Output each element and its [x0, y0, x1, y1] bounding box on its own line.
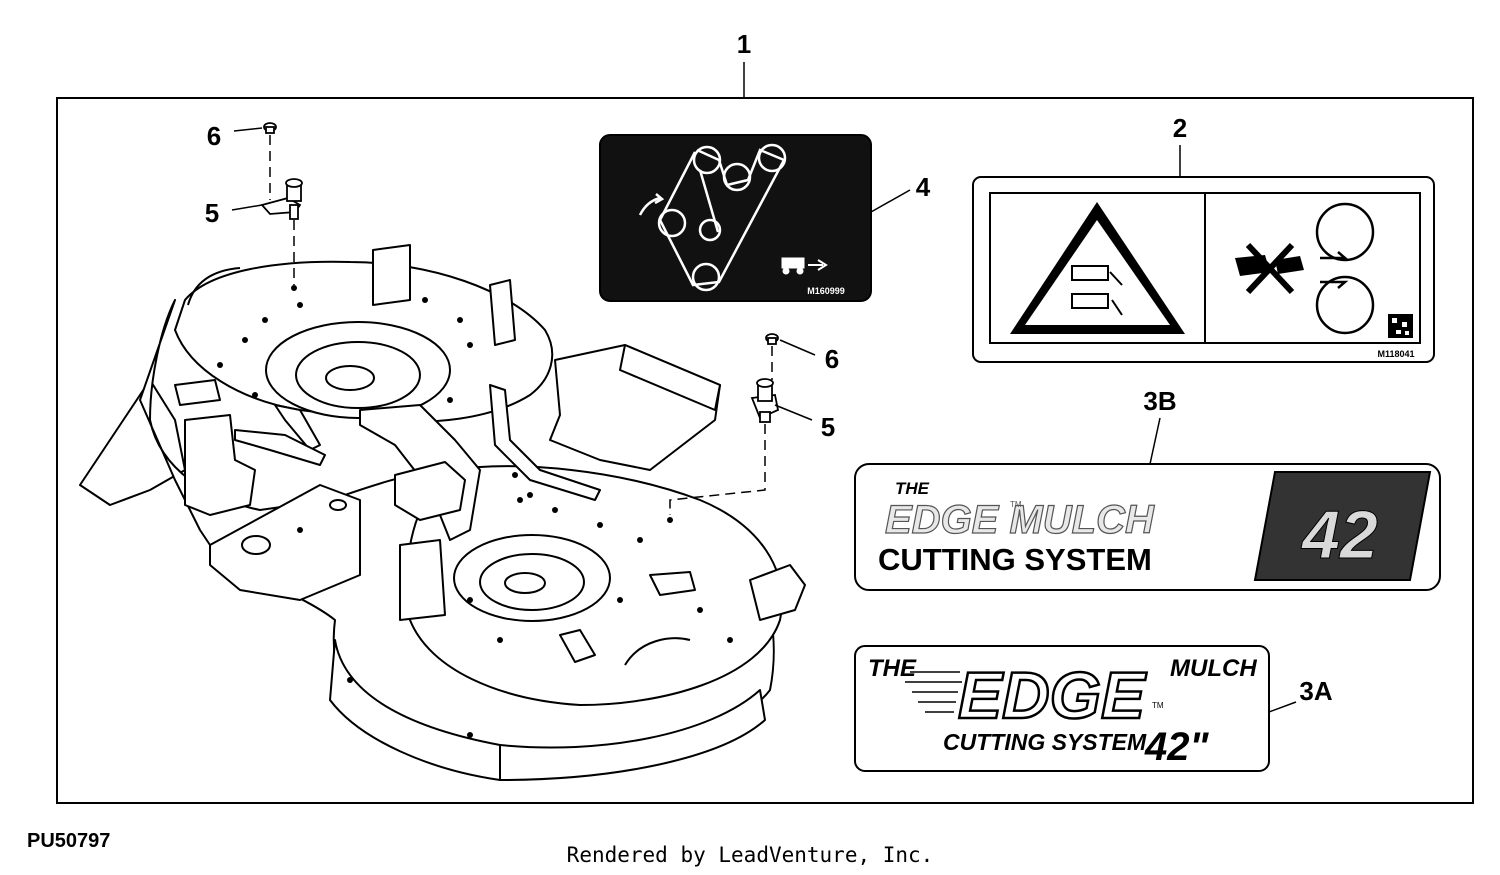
deck-handle — [624, 637, 691, 666]
decal-3a-mulch: MULCH — [1170, 655, 1257, 682]
hands-off-icon — [1235, 242, 1304, 295]
callout-3b[interactable]: 3B — [1143, 386, 1176, 416]
idler-spindle-right[interactable] — [750, 378, 780, 423]
deck-holes — [217, 297, 733, 738]
idler-spindle-left[interactable] — [260, 178, 303, 220]
decal-3b-size: 42 — [1300, 497, 1378, 573]
discharge-chute — [79, 379, 186, 506]
decal-3a-cutting-system: CUTTING SYSTEM — [943, 729, 1147, 755]
decal-3a[interactable]: THE EDGE MULCH TM CUTTING SYSTEM 42" — [854, 645, 1270, 772]
decal-3a-the: THE — [868, 655, 917, 682]
callout-1[interactable]: 1 — [737, 29, 751, 59]
callout-2[interactable]: 2 — [1173, 113, 1187, 143]
hand-blade-icon — [1071, 265, 1123, 316]
decal-3b-edge-mulch: EDGE MULCH — [885, 498, 1155, 542]
mower-deck[interactable] — [79, 244, 806, 781]
decal-4-code: M160999 — [807, 286, 845, 296]
left-hanger-bracket — [184, 414, 256, 516]
decal-safety-warning[interactable]: M118041 — [972, 176, 1435, 363]
decal-3b[interactable]: THE EDGE MULCH TM CUTTING SYSTEM 42 — [854, 463, 1441, 591]
tractor-arrow-icon — [781, 257, 828, 275]
qr-code-icon — [1388, 314, 1413, 338]
nut-6-right[interactable] — [765, 333, 779, 345]
assembly-frame — [56, 97, 1474, 804]
speed-lines — [905, 671, 962, 713]
center-lift-bracket — [394, 461, 466, 521]
decal-3b-cutting-system: CUTTING SYSTEM — [878, 542, 1152, 577]
callout-5-top[interactable]: 5 — [205, 198, 219, 228]
decal-2-code: M118041 — [1377, 349, 1414, 359]
lower-bracket — [399, 539, 446, 621]
rear-lift-bracket — [372, 244, 411, 306]
callout-5-mid[interactable]: 5 — [821, 412, 835, 442]
decal-3b-tm: TM — [1010, 500, 1022, 509]
callout-6-top[interactable]: 6 — [207, 121, 221, 151]
front-bracket — [209, 484, 361, 601]
nut-6-left[interactable] — [263, 122, 277, 134]
right-front-bracket — [749, 564, 806, 621]
callout-4[interactable]: 4 — [916, 172, 931, 202]
callout-3a[interactable]: 3A — [1299, 676, 1332, 706]
render-credit: Rendered by LeadVenture, Inc. — [566, 843, 934, 867]
decal-belt-routing[interactable]: M160999 — [599, 134, 872, 302]
figure-id: PU50797 — [27, 830, 111, 852]
decal-3b-the: THE — [895, 479, 930, 498]
rotating-blades-icon — [1315, 202, 1375, 335]
decal-3a-edge: EDGE — [958, 658, 1147, 732]
callout-6-mid[interactable]: 6 — [825, 344, 839, 374]
decal-3a-size: 42" — [1144, 725, 1209, 769]
decal-3a-tm: TM — [1152, 701, 1164, 710]
